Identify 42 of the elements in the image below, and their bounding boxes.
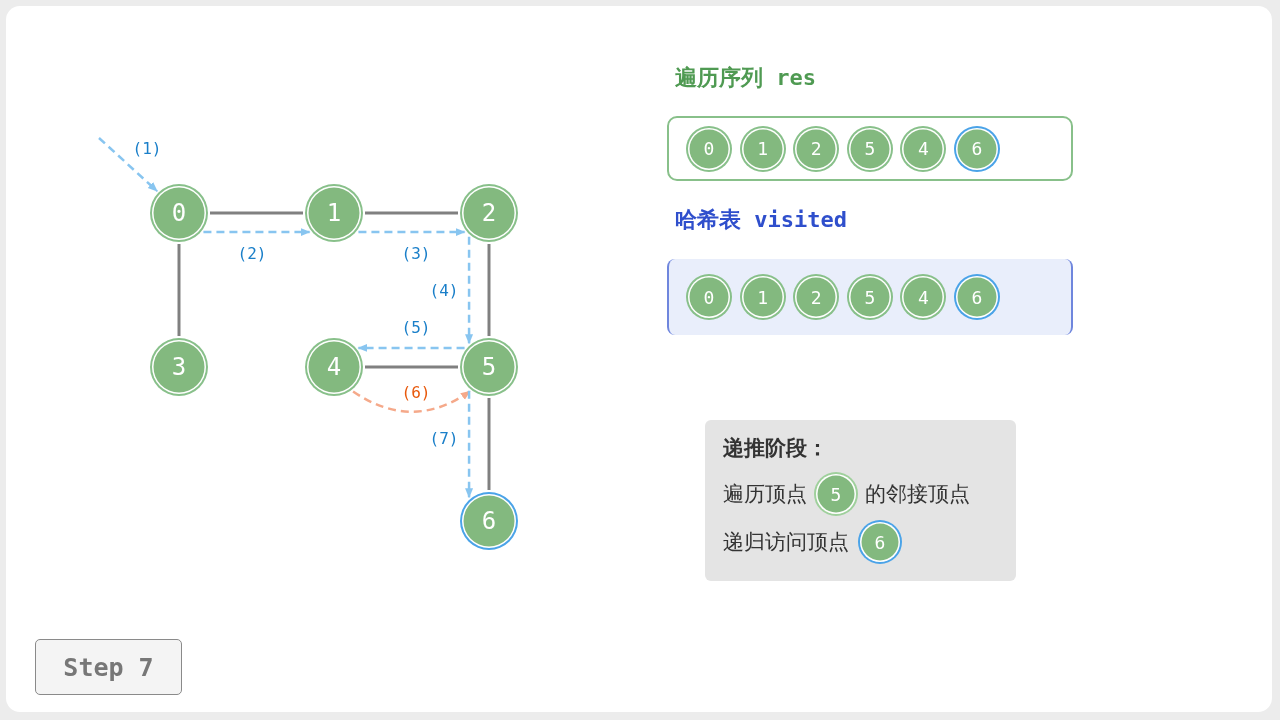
vertex-circle: 1 xyxy=(304,183,364,243)
vertex-circle: 2 xyxy=(792,273,841,321)
vertex-circle: 1 xyxy=(738,273,787,321)
list-heading: 遍历序列 res xyxy=(675,64,816,92)
vertex-circle: 5 xyxy=(813,471,859,517)
graph-edge xyxy=(487,244,491,336)
graph-edge xyxy=(365,211,458,215)
vertex-circle: 5 xyxy=(459,337,519,397)
vertex-circle: 4 xyxy=(899,124,948,173)
traversal-arrow xyxy=(465,390,474,499)
vertex-circle: 6 xyxy=(459,491,519,551)
vertex-circle: 4 xyxy=(899,273,948,321)
vertex-circle: 3 xyxy=(149,337,209,397)
vertex-circle: 6 xyxy=(857,519,903,565)
vertex-circle: 2 xyxy=(792,124,841,173)
vertex-circle: 5 xyxy=(845,273,894,321)
traversal-arrow xyxy=(98,137,158,192)
vertex-circle: 5 xyxy=(845,124,894,173)
graph-edge xyxy=(487,398,491,490)
traversal-arrow xyxy=(358,228,466,237)
vertex-circle: 0 xyxy=(149,183,209,243)
vertex-circle: 2 xyxy=(459,183,519,243)
graph-edge xyxy=(177,244,181,336)
panel-heading: 递推阶段： xyxy=(723,436,828,460)
vertex-circle: 0 xyxy=(685,124,733,173)
vertex-circle: 1 xyxy=(738,124,787,173)
traversal-arrow xyxy=(357,343,465,352)
step-badge: Step 7 xyxy=(35,639,182,695)
panel-text: 递归访问顶点 xyxy=(723,529,849,556)
graph-edge xyxy=(365,365,458,369)
traversal-arrow xyxy=(203,228,311,237)
info-panel xyxy=(705,420,1016,581)
panel-text: 的邻接顶点 xyxy=(865,481,970,508)
traversal-arrow xyxy=(465,236,474,345)
traversal-arrow xyxy=(352,390,471,413)
vertex-circle: 6 xyxy=(953,124,1001,173)
vertex-circle: 0 xyxy=(685,273,733,321)
graph-edge xyxy=(210,211,303,215)
list-heading: 哈希表 visited xyxy=(675,206,847,234)
vertex-circle: 4 xyxy=(304,337,364,397)
panel-text: 遍历顶点 xyxy=(723,481,807,508)
vertex-circle: 6 xyxy=(953,273,1001,321)
